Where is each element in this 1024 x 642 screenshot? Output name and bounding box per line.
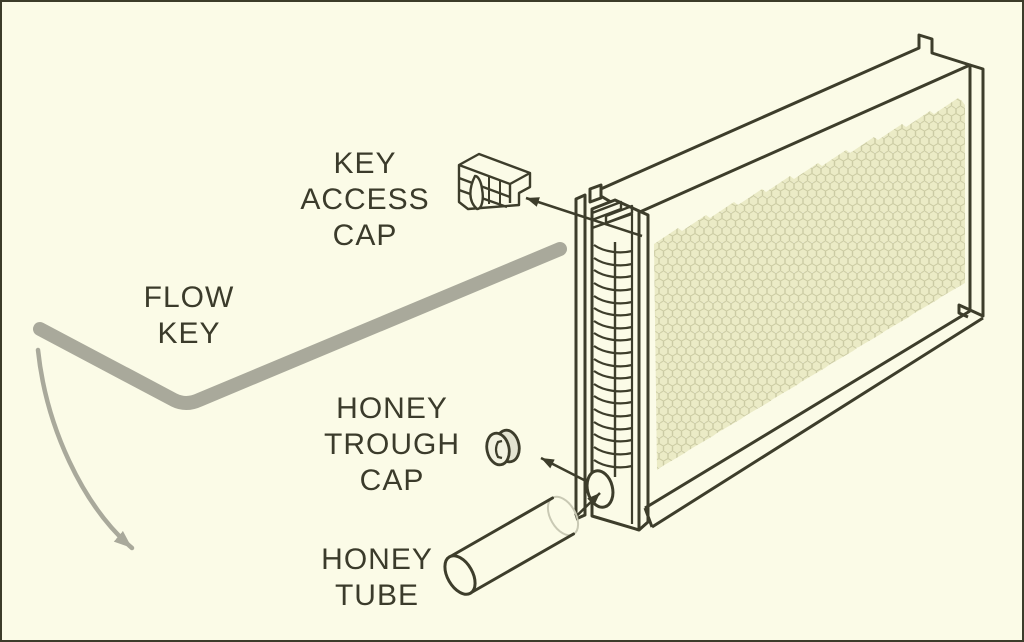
label-line: HONEY <box>321 543 433 576</box>
key-access-cap-label: KEY ACCESS CAP <box>265 146 465 254</box>
flow-key-icon <box>33 242 567 410</box>
key-access-cap-icon <box>457 152 532 211</box>
label-line: FLOW <box>143 281 235 314</box>
frame-side-strip <box>574 193 587 521</box>
frame-top-bar <box>592 33 972 217</box>
key-access-slot <box>590 200 634 230</box>
label-line: KEY <box>333 147 397 180</box>
honey-tube-icon <box>443 495 580 596</box>
label-line: HONEY <box>336 392 448 425</box>
key-access-arrow <box>525 196 643 238</box>
label-line: KEY <box>157 317 221 350</box>
label-line: ACCESS <box>300 183 430 216</box>
trough-cap-arrow <box>540 456 587 483</box>
label-line: CAP <box>332 219 398 252</box>
label-line: TROUGH <box>324 428 460 461</box>
frame-left-lug <box>588 183 603 204</box>
flow-cell-slats <box>593 242 633 477</box>
frame-right-bar <box>968 63 985 318</box>
honeycomb-pattern <box>654 98 965 470</box>
honey-trough-cap-label: HONEY TROUGH CAP <box>292 391 492 499</box>
column-side-face <box>638 209 650 532</box>
honeycomb-frame <box>574 33 985 532</box>
flow-key-motion-arrow <box>35 347 135 551</box>
label-line: CAP <box>359 464 425 497</box>
flow-key-label: FLOW KEY <box>89 280 289 352</box>
honey-trough-cap-icon <box>485 428 521 467</box>
honey-tube-label: HONEY TUBE <box>277 542 477 614</box>
label-line: TUBE <box>334 579 419 612</box>
